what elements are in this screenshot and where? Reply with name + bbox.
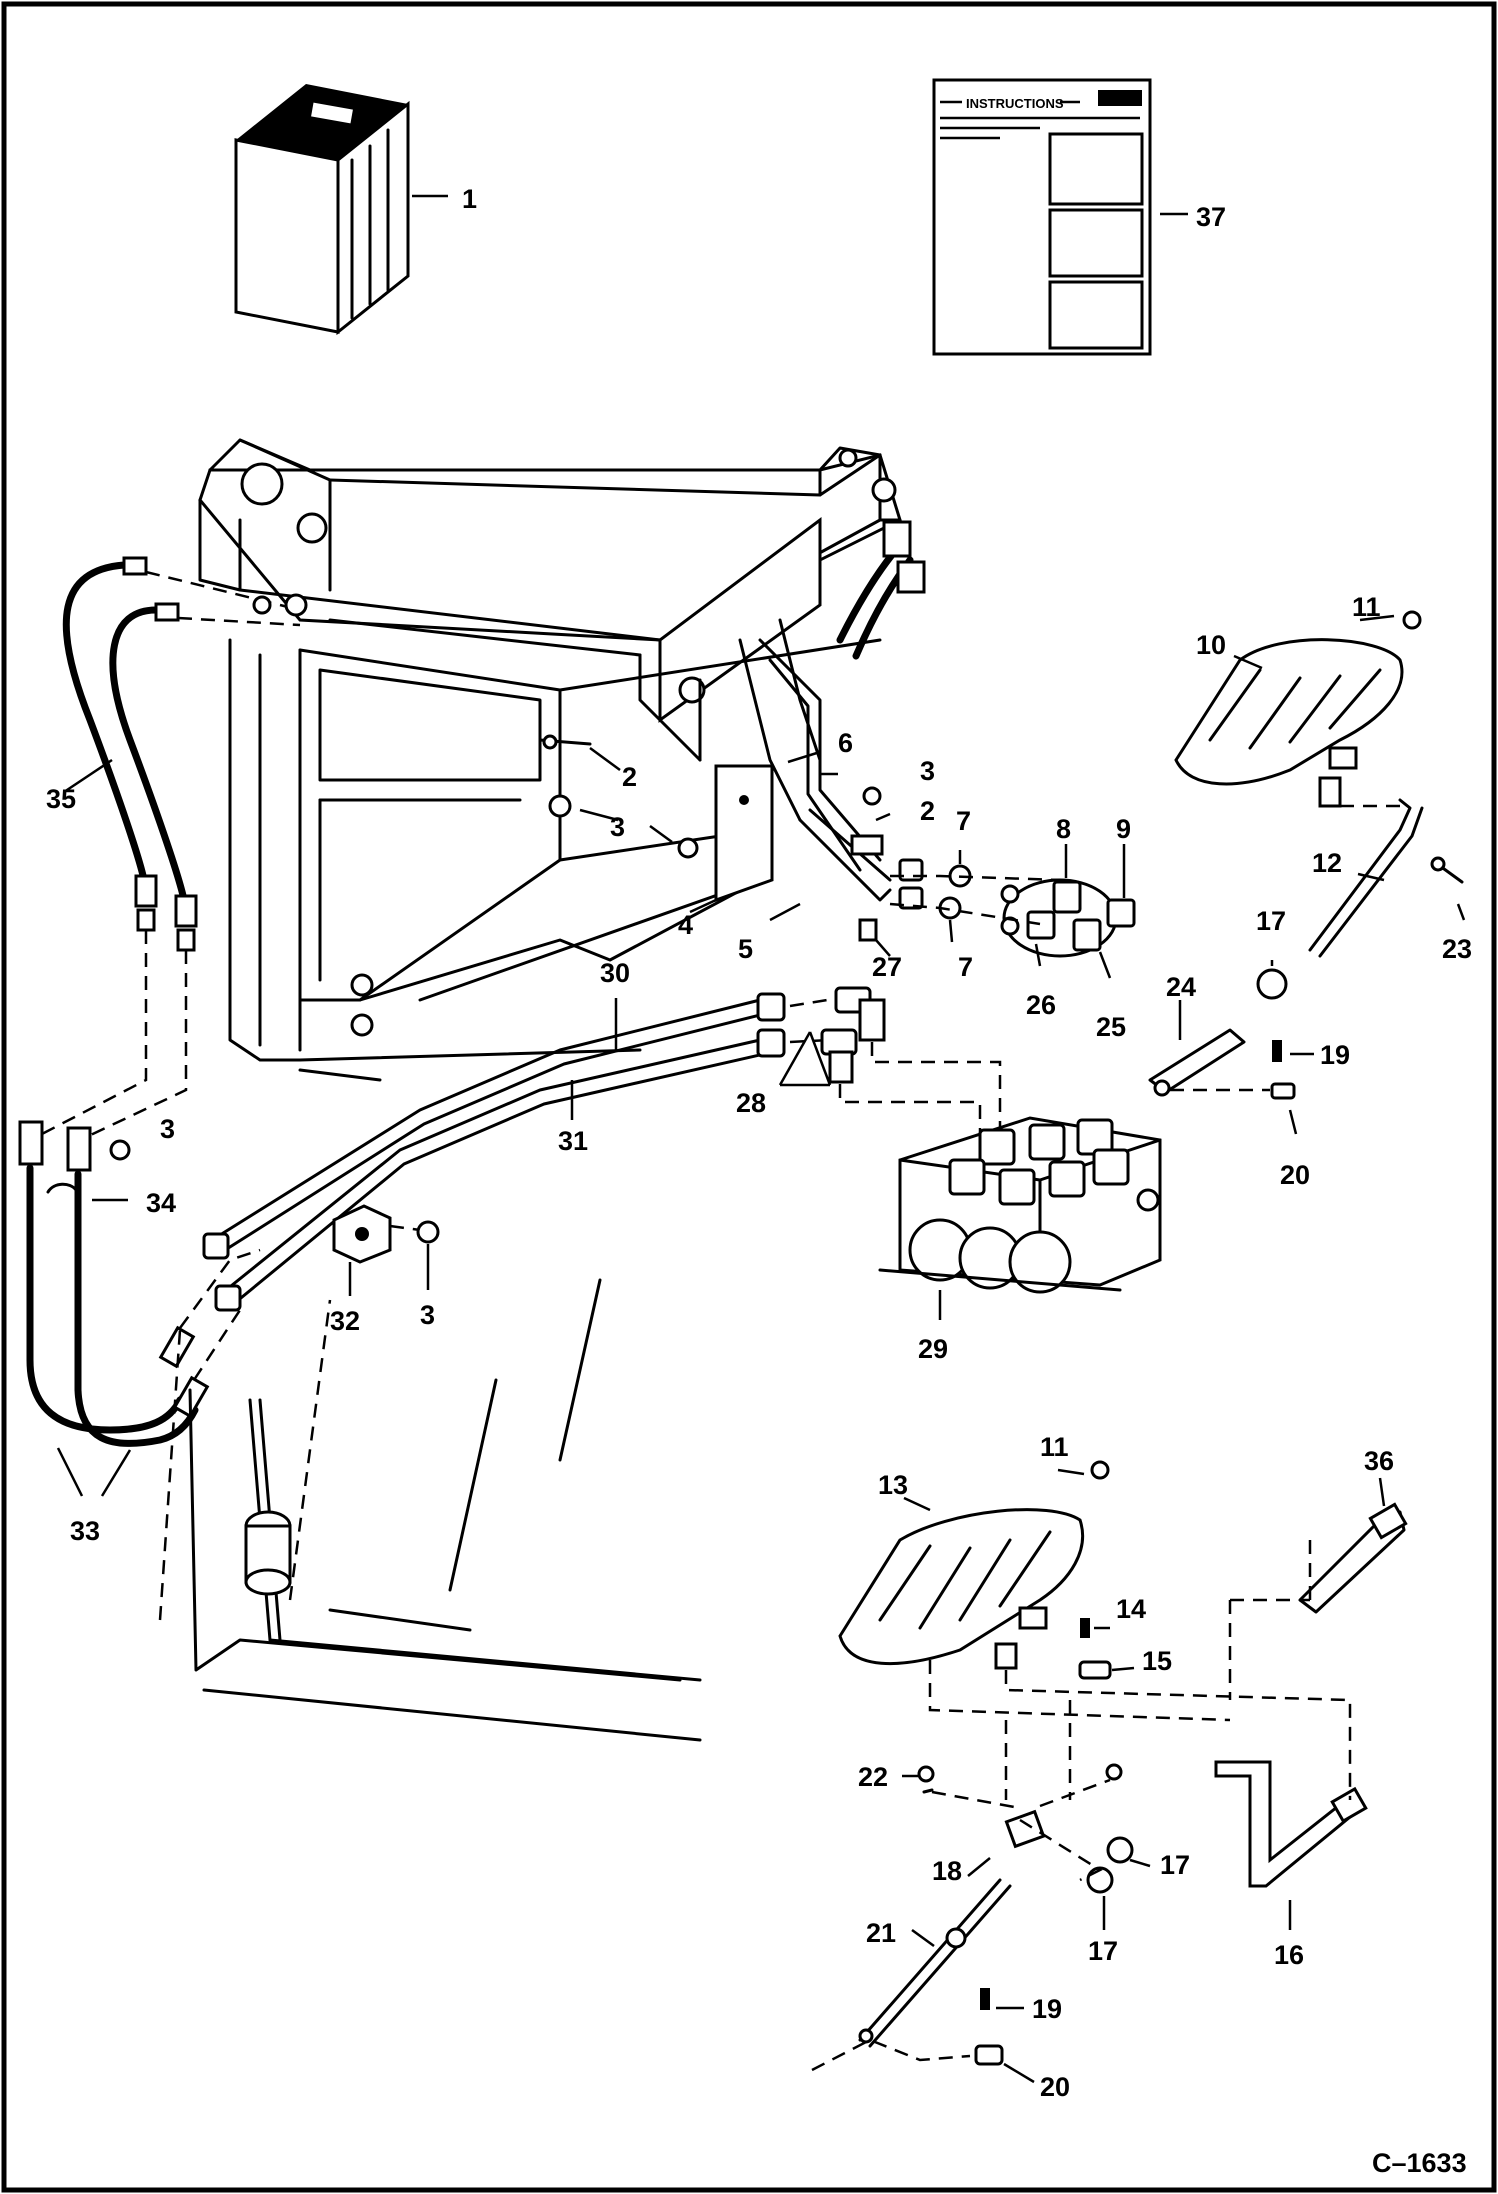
part-29-valve xyxy=(878,1116,1162,1294)
callout-2: 2 xyxy=(622,762,637,792)
callout-labels: 1 37 11 10 2 6 3 2 7 8 9 35 3 12 23 4 5 … xyxy=(46,184,1472,2102)
callout-9: 9 xyxy=(1116,814,1131,844)
callout-20: 20 xyxy=(1040,2072,1070,2102)
callout-12: 12 xyxy=(1312,848,1342,878)
upper-linkage xyxy=(1148,968,1296,1100)
callout-35: 35 xyxy=(46,784,76,814)
callout-26: 26 xyxy=(1026,990,1056,1020)
callout-17: 17 xyxy=(1088,1936,1118,1966)
part-36-lever xyxy=(1298,1502,1408,1614)
callout-20: 20 xyxy=(1280,1160,1310,1190)
callout-33: 33 xyxy=(70,1516,100,1546)
callout-19: 19 xyxy=(1320,1040,1350,1070)
callout-7: 7 xyxy=(958,952,973,982)
callout-3: 3 xyxy=(420,1300,435,1330)
callout-23: 23 xyxy=(1442,934,1472,964)
callout-2: 2 xyxy=(920,796,935,826)
callout-24: 24 xyxy=(1166,972,1196,1002)
callout-34: 34 xyxy=(146,1188,176,1218)
part-30-31-tubes xyxy=(202,992,786,1312)
callout-14: 14 xyxy=(1116,1594,1146,1624)
callout-5: 5 xyxy=(738,934,753,964)
callout-11: 11 xyxy=(1352,592,1381,622)
callout-22: 22 xyxy=(858,1762,888,1792)
callout-21: 21 xyxy=(866,1918,896,1948)
callout-3: 3 xyxy=(920,756,935,786)
cab-frame xyxy=(188,1278,702,1742)
callout-25: 25 xyxy=(1096,1012,1126,1042)
callout-8: 8 xyxy=(1056,814,1071,844)
callout-11: 11 xyxy=(1040,1432,1069,1462)
callout-15: 15 xyxy=(1142,1646,1172,1676)
callout-17: 17 xyxy=(1160,1850,1190,1880)
callout-7: 7 xyxy=(956,806,971,836)
callout-3: 3 xyxy=(160,1114,175,1144)
callout-16: 16 xyxy=(1274,1940,1304,1970)
callout-1: 1 xyxy=(462,184,477,214)
callout-17: 17 xyxy=(1256,906,1286,936)
callout-19: 19 xyxy=(1032,1994,1062,2024)
callout-28: 28 xyxy=(736,1088,766,1118)
callout-6: 6 xyxy=(838,728,853,758)
callout-31: 31 xyxy=(558,1126,588,1156)
callout-29: 29 xyxy=(918,1334,948,1364)
drawing-code: C–1633 xyxy=(1372,2148,1467,2178)
callout-37: 37 xyxy=(1196,202,1226,232)
part-37-instruction-sheet: INSTRUCTIONS xyxy=(932,78,1152,356)
callout-4: 4 xyxy=(678,910,693,940)
part-13-pedal xyxy=(838,1460,1110,1670)
callout-3: 3 xyxy=(610,812,625,842)
part-12-rod xyxy=(1308,798,1424,958)
part-33-hoses xyxy=(18,1120,210,1447)
callout-18: 18 xyxy=(932,1856,962,1886)
part-1-box xyxy=(234,84,410,336)
callout-32: 32 xyxy=(330,1306,360,1336)
callout-13: 13 xyxy=(878,1470,908,1500)
callout-36: 36 xyxy=(1364,1446,1394,1476)
fittings-group xyxy=(538,638,1136,958)
loader-frame xyxy=(198,438,926,1082)
callout-30: 30 xyxy=(600,958,630,988)
part-16-bar xyxy=(1214,1760,1368,1888)
callout-27: 27 xyxy=(872,952,902,982)
part-32-clamp xyxy=(332,1204,392,1264)
callout-10: 10 xyxy=(1196,630,1226,660)
part-28-fittings xyxy=(820,986,886,1084)
part-10-pedal xyxy=(1174,610,1422,808)
lower-linkage xyxy=(858,1763,1134,2066)
instructions-heading: INSTRUCTIONS xyxy=(966,96,1064,111)
part-35-hoses xyxy=(62,556,198,952)
